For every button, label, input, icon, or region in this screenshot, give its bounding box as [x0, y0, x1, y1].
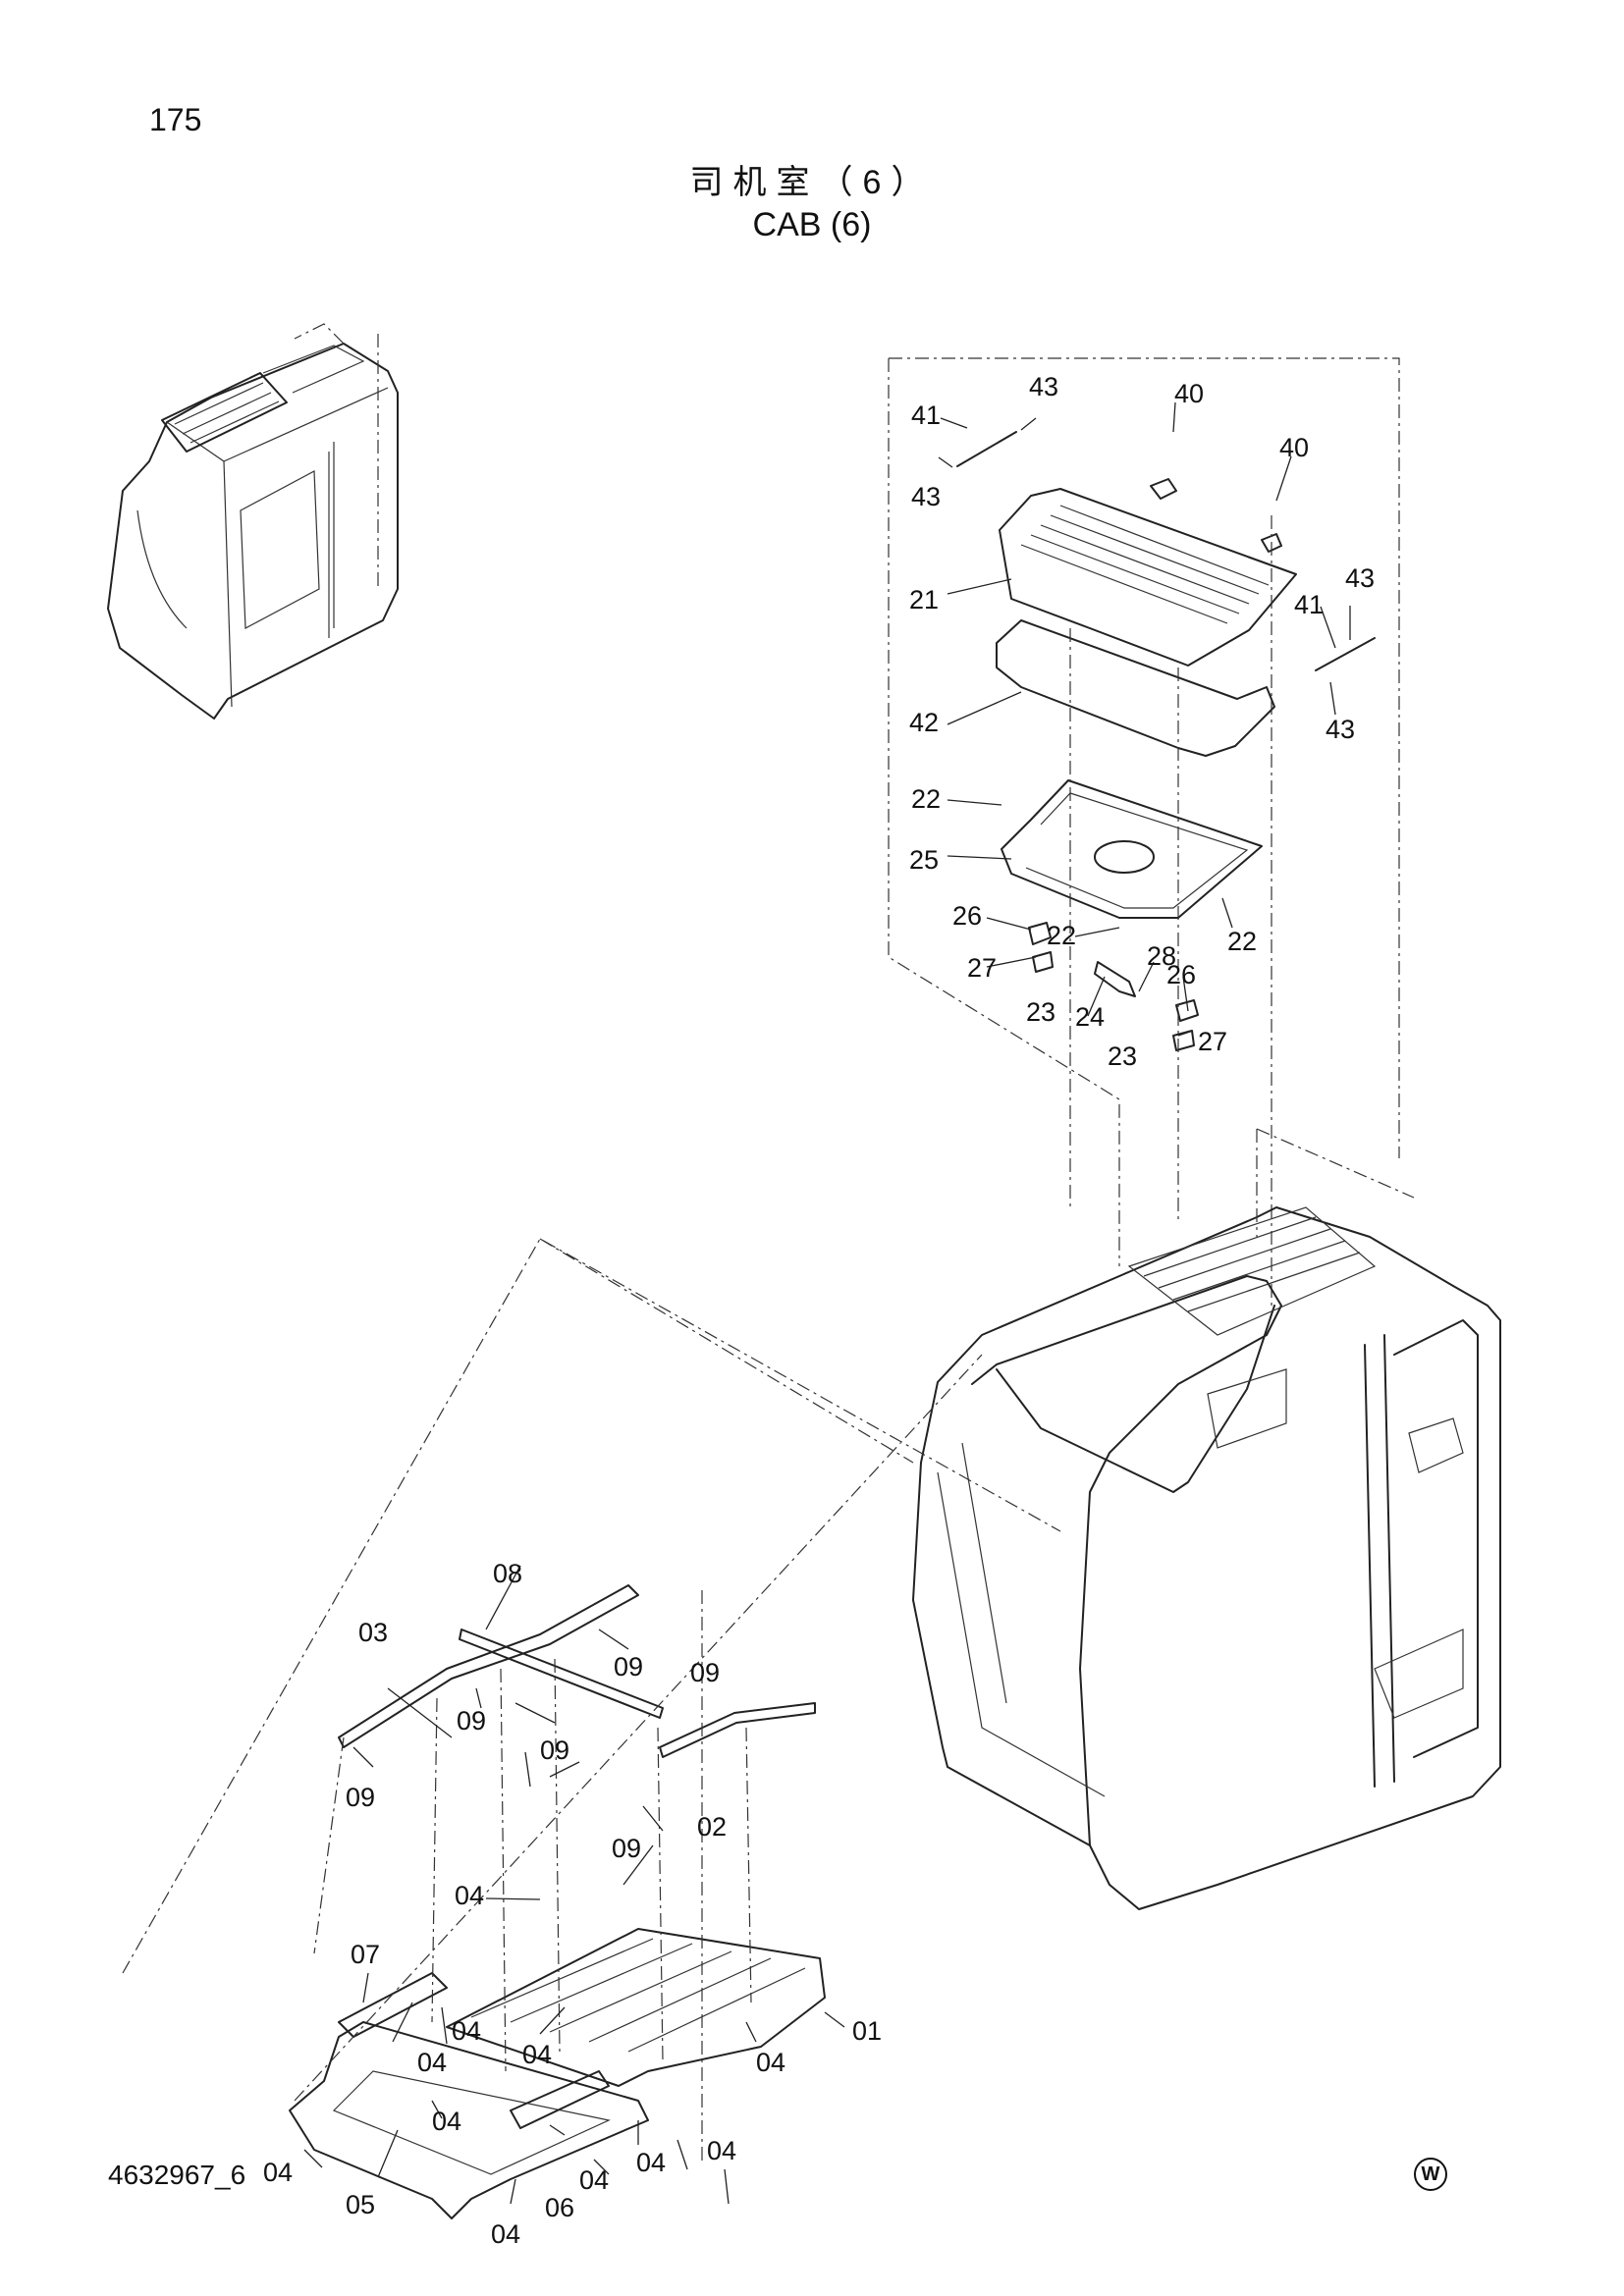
roof-headliner-assembly: [122, 1238, 1061, 2219]
part-label-23: 23: [1026, 997, 1056, 1027]
part-label-09: 09: [540, 1735, 569, 1765]
part-label-28: 28: [1147, 941, 1176, 971]
part-label-40: 40: [1174, 379, 1204, 408]
part-02-strip: [659, 1702, 816, 1758]
skylight-assembly: [888, 357, 1400, 1306]
part-label-02: 02: [697, 1812, 727, 1842]
part-label-09: 09: [346, 1783, 375, 1812]
part-label-27: 27: [967, 953, 997, 983]
part-label-04: 04: [579, 2165, 609, 2195]
part-label-41: 41: [911, 400, 941, 430]
part-label-25: 25: [909, 845, 939, 875]
part-label-26: 26: [1166, 960, 1196, 989]
part-label-03: 03: [358, 1618, 388, 1647]
part-label-09: 09: [690, 1658, 720, 1687]
part-label-04: 04: [432, 2107, 461, 2136]
part-01-headliner: [446, 1928, 826, 2087]
part-label-07: 07: [351, 1940, 380, 1969]
part-label-43: 43: [1326, 715, 1355, 744]
part-label-04: 04: [707, 2136, 736, 2165]
part-label-04: 04: [491, 2219, 520, 2249]
part-label-26: 26: [952, 901, 982, 931]
part-label-04: 04: [636, 2148, 666, 2177]
part-labels: 43 41 43 40 40 21 43 41 43 42 22 25 26 2…: [263, 372, 1375, 2249]
cab-overview-illustration: [107, 323, 399, 720]
part-label-24: 24: [1075, 1002, 1105, 1032]
part-label-04: 04: [756, 2048, 785, 2077]
title-english: CAB (6): [752, 206, 872, 243]
part-label-43: 43: [911, 482, 941, 511]
part-label-09: 09: [457, 1706, 486, 1735]
part-25-frame: [1001, 779, 1263, 919]
part-label-04: 04: [417, 2048, 447, 2077]
part-label-01: 01: [852, 2016, 882, 2046]
publisher-mark: W: [1414, 2158, 1447, 2191]
part-label-22: 22: [1047, 921, 1076, 950]
part-label-04: 04: [452, 2016, 481, 2046]
part-label-09: 09: [614, 1652, 643, 1682]
part-label-22: 22: [1227, 927, 1257, 956]
part-label-08: 08: [493, 1559, 522, 1588]
part-label-41: 41: [1294, 590, 1324, 619]
part-label-42: 42: [909, 708, 939, 737]
part-label-43: 43: [1029, 372, 1058, 401]
document-code: 4632967_6: [108, 2160, 246, 2190]
part-label-22: 22: [911, 784, 941, 814]
part-21-skylight-cover: [999, 488, 1297, 667]
part-08-bar: [459, 1629, 664, 1719]
part-41-rod-left: [956, 431, 1017, 467]
part-label-43: 43: [1345, 563, 1375, 593]
part-41-rod-right: [1315, 637, 1376, 671]
part-label-04: 04: [263, 2158, 293, 2187]
page-number: 175: [149, 102, 202, 137]
part-label-27: 27: [1198, 1027, 1227, 1056]
leader-lines: [303, 401, 1351, 2205]
part-label-06: 06: [545, 2193, 574, 2222]
part-03-strip: [338, 1584, 639, 1748]
part-label-04: 04: [522, 2040, 552, 2069]
part-label-04: 04: [455, 1881, 484, 1910]
part-label-40: 40: [1279, 433, 1309, 462]
part-label-21: 21: [909, 585, 939, 614]
title-chinese: 司机室（6）: [689, 164, 935, 201]
cab-frame-illustration: [912, 1128, 1501, 1910]
part-label-09: 09: [612, 1834, 641, 1863]
part-label-23: 23: [1108, 1041, 1137, 1071]
part-05-frame: [289, 2021, 649, 2219]
part-label-05: 05: [346, 2190, 375, 2219]
part-42-seal: [996, 619, 1275, 757]
